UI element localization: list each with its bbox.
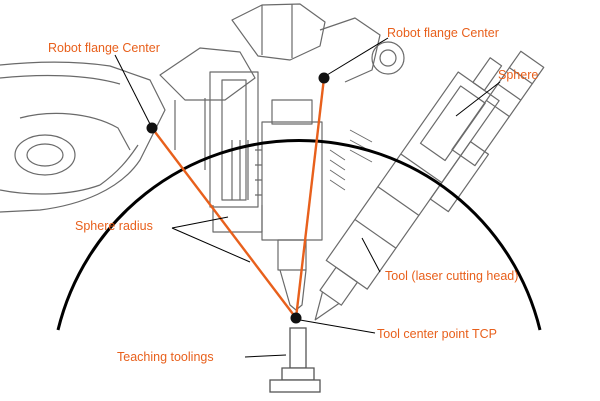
tcp-marker [291, 313, 302, 324]
label-sphere: Sphere [498, 68, 538, 82]
label-flange-top: Robot flange Center [387, 26, 499, 40]
flange-center-left-marker [147, 123, 158, 134]
label-tool: Tool (laser cutting head) [385, 269, 518, 283]
label-teaching-toolings: Teaching toolings [117, 350, 214, 364]
label-tcp: Tool center point TCP [377, 327, 497, 341]
label-flange-left: Robot flange Center [48, 41, 160, 55]
label-sphere-radius: Sphere radius [75, 219, 153, 233]
flange-center-top-marker [319, 73, 330, 84]
